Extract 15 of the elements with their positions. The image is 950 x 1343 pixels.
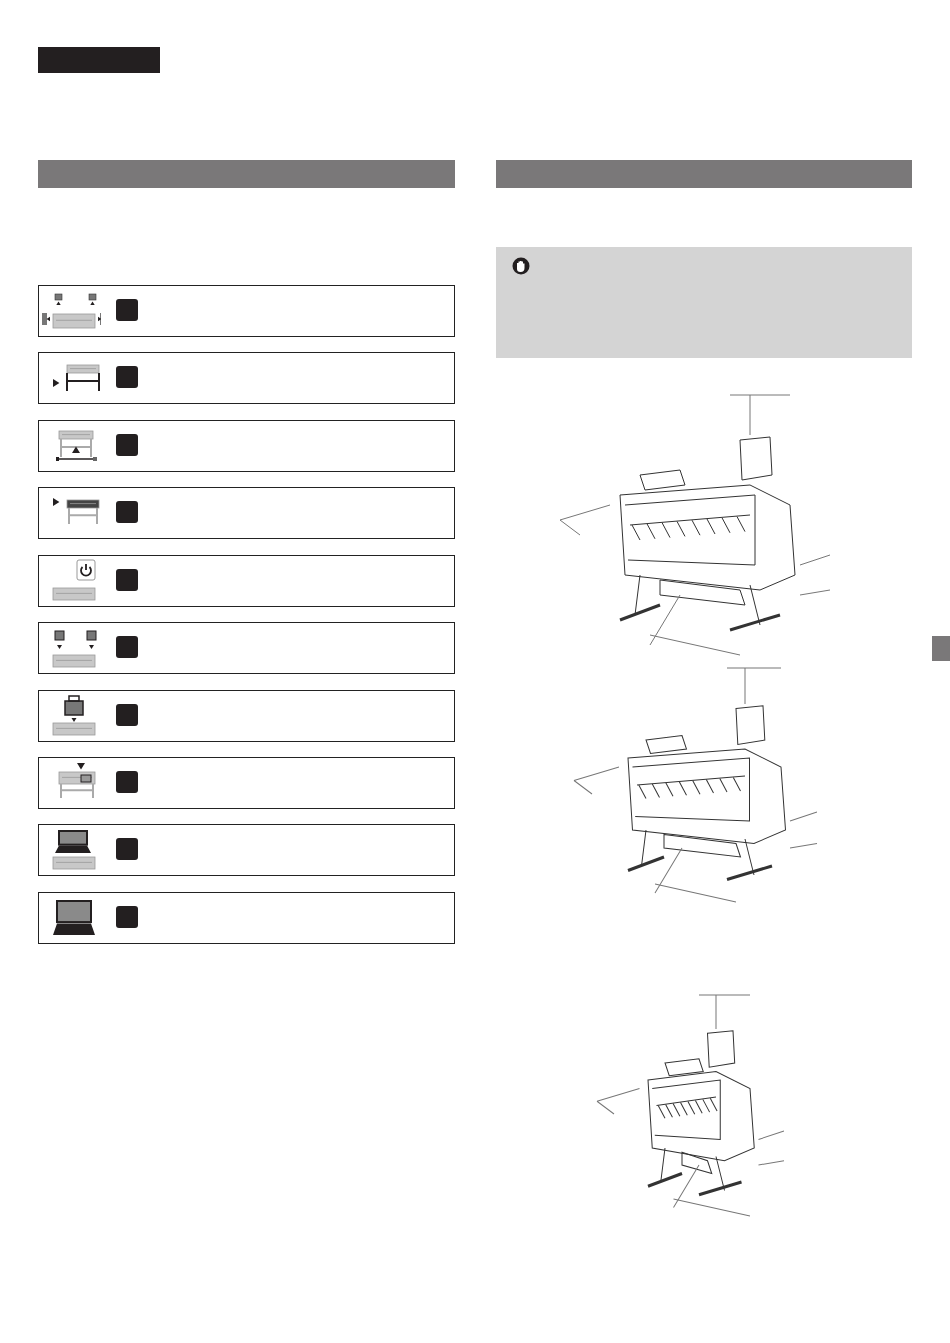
page-tab [932, 636, 950, 661]
step-box [38, 824, 455, 876]
section-header-bar [38, 160, 455, 188]
notice-panel [496, 247, 912, 358]
step-box [38, 487, 455, 539]
section-header-bar [496, 160, 912, 188]
step-box [38, 892, 455, 944]
step-box [38, 622, 455, 674]
title-bar [38, 47, 160, 73]
step-box [38, 420, 455, 472]
step-box [38, 285, 455, 337]
step-box [38, 352, 455, 404]
step-box [38, 555, 455, 607]
step-box [38, 757, 455, 809]
step-box [38, 690, 455, 742]
